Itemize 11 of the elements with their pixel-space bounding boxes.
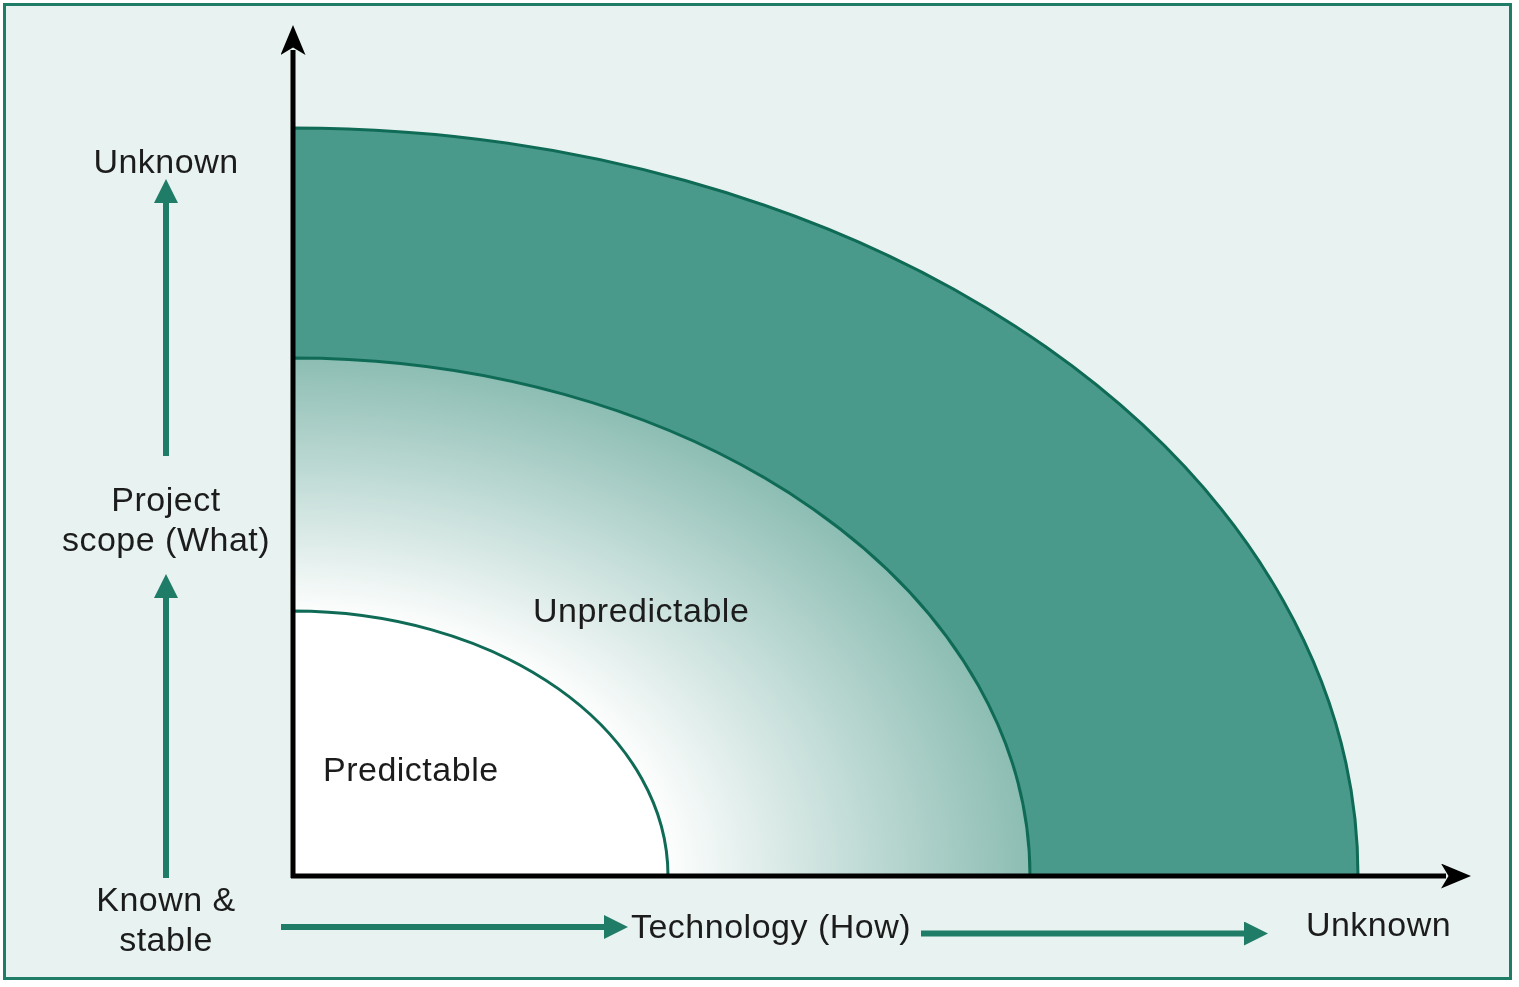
arrow <box>281 915 628 939</box>
arrow <box>921 921 1268 946</box>
region-label: Predictable <box>323 749 499 789</box>
arrow <box>154 574 178 878</box>
arrow <box>154 179 178 456</box>
axis-label: Project scope (What) <box>61 478 271 559</box>
axis-label: Unknown <box>1305 904 1452 944</box>
axis-label: Technology (How) <box>630 905 912 946</box>
axis-label: Unknown <box>93 141 239 181</box>
axis-label: Known & stable <box>95 879 237 959</box>
region-label: Unpredictable <box>533 590 750 630</box>
